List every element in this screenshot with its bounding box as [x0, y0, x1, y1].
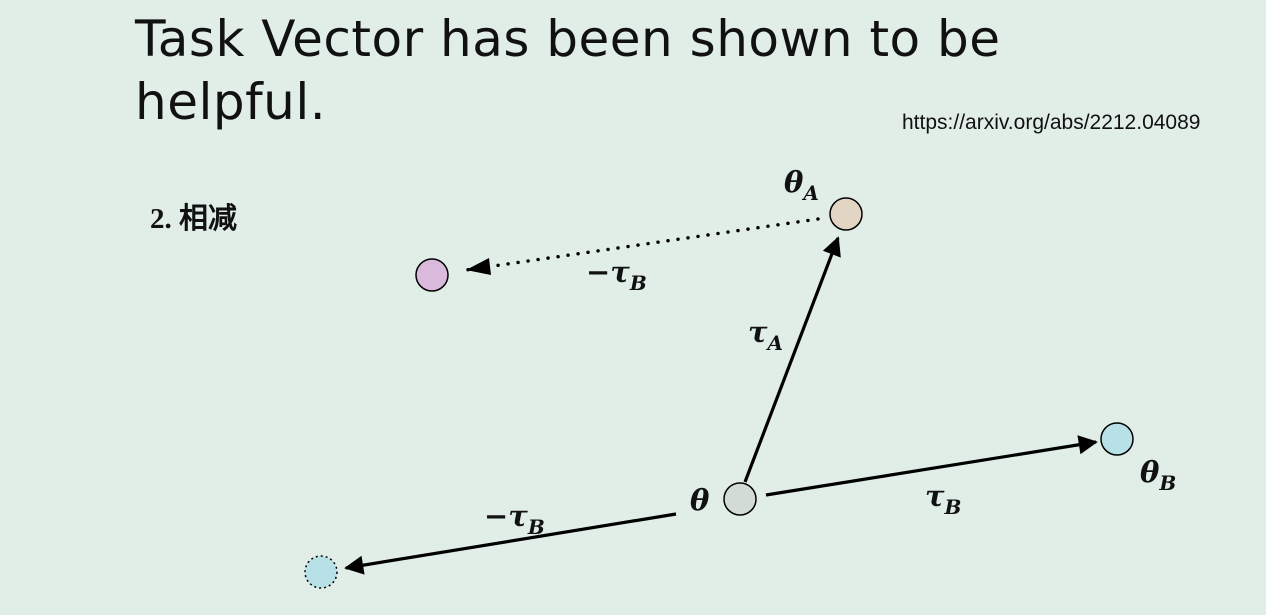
result-node [415, 258, 449, 292]
tau-b-label: τB [925, 479, 961, 519]
section-heading: 2. 相减 [150, 203, 238, 235]
tau-a-label: τA [748, 315, 783, 355]
theta-a-label: θA [784, 165, 819, 205]
neg-tau-b-label: −τB [484, 499, 545, 539]
neg-tau-b-dotted-label: −τB [586, 255, 647, 295]
slide-title: Task Vector has been shown to be helpful… [135, 10, 1001, 131]
neg-tau-b-arrow [344, 512, 677, 575]
theta-b-node [1100, 422, 1134, 456]
tau-a-arrow [743, 236, 841, 483]
theta-a-node [829, 197, 863, 231]
neg-tau-b-dotted-arrow [464, 217, 820, 272]
neg-tau-b-dotted-arrowhead [466, 258, 491, 275]
paper-link[interactable]: https://arxiv.org/abs/2212.04089 [902, 111, 1201, 134]
theta-b-label: θB [1140, 455, 1176, 495]
theta-node [723, 482, 757, 516]
tau-b-arrow [765, 435, 1098, 497]
neg-b-end-node [304, 555, 338, 589]
theta-label: θ [690, 483, 710, 517]
